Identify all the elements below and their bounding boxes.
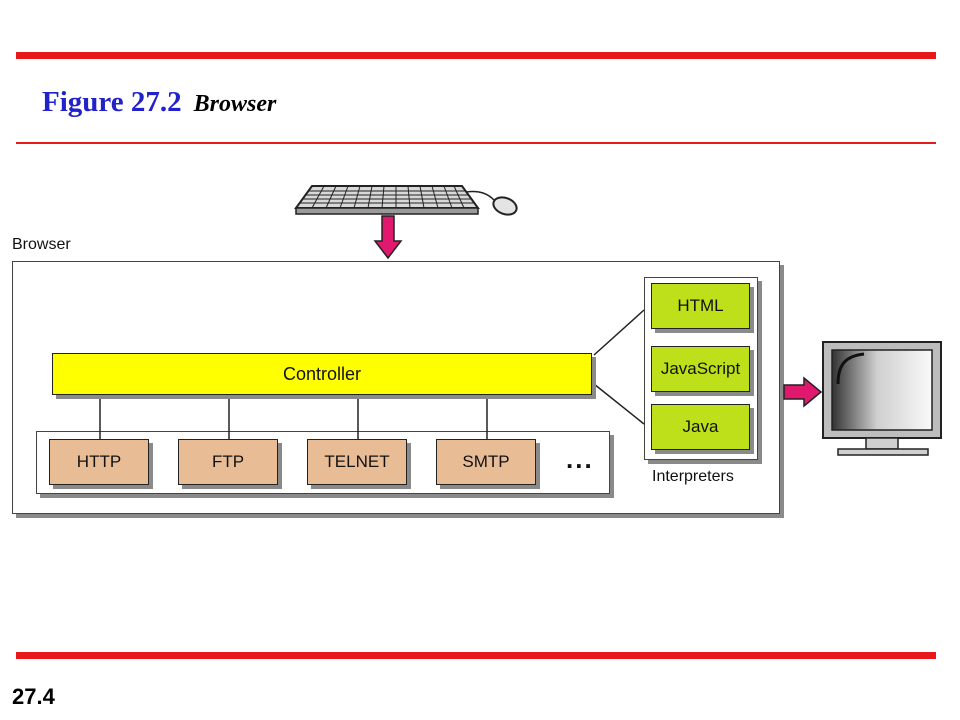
figure-title: Figure 27.2 Browser: [42, 86, 276, 119]
interpreters-label: Interpreters: [652, 468, 734, 485]
bottom-rule: [16, 652, 936, 659]
mouse-icon: [465, 190, 518, 216]
protocol-smtp: SMTP: [436, 439, 536, 485]
figure-label: Figure 27.2: [42, 86, 182, 118]
protocol-http: HTTP: [49, 439, 149, 485]
top-rule-thick: [16, 52, 936, 59]
input-arrow-icon: [373, 215, 403, 260]
controller-box: Controller: [52, 353, 592, 395]
protocol-telnet: TELNET: [307, 439, 407, 485]
controller-interpreter-connectors: [593, 309, 645, 425]
interpreter-html: HTML: [651, 283, 750, 329]
top-rule-thin: [16, 142, 936, 144]
browser-label: Browser: [12, 236, 71, 253]
keyboard-icon: [294, 185, 480, 215]
interpreter-javascript: JavaScript: [651, 346, 750, 392]
page-number: 27.4: [12, 684, 55, 709]
interpreter-java: Java: [651, 404, 750, 450]
controller-protocol-connectors: [99, 395, 488, 439]
more-protocols-ellipsis: ...: [566, 444, 594, 474]
protocol-ftp: FTP: [178, 439, 278, 485]
monitor-icon: [822, 341, 942, 456]
figure-name: Browser: [193, 91, 277, 117]
output-arrow-icon: [783, 376, 823, 408]
